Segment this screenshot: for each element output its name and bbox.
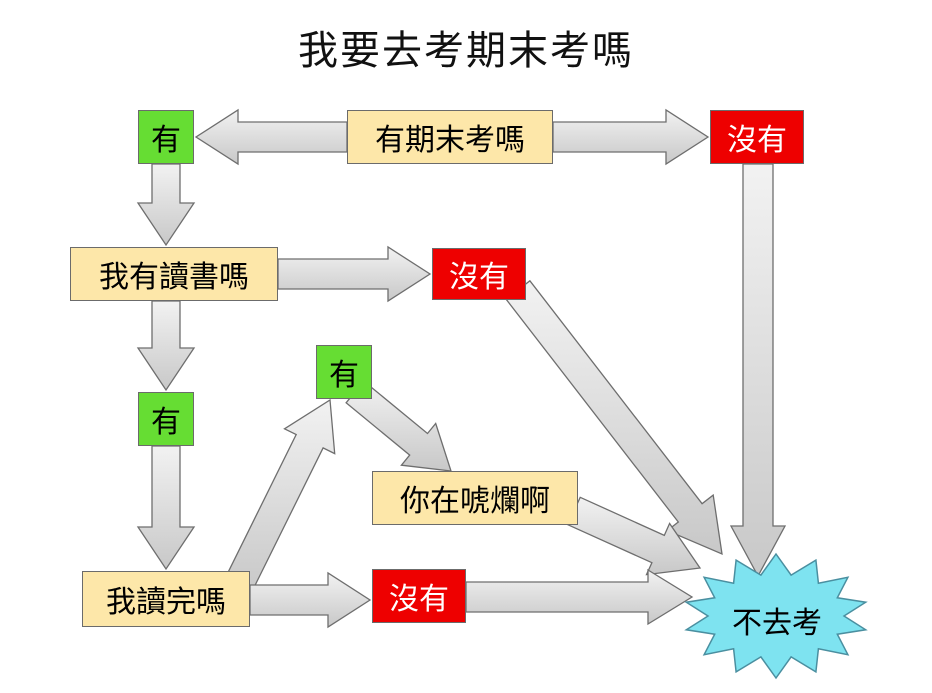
arrow-study-to-yes [136, 300, 196, 392]
arrow-no-exam-to-result [729, 163, 787, 578]
node-yes-finish: 有 [316, 345, 372, 399]
arrow-kidding-to-result [566, 496, 702, 576]
node-no-exam: 沒有 [710, 110, 804, 164]
arrow-yes-to-finish [136, 445, 196, 571]
arrow-yes-to-kidding [345, 380, 452, 472]
node-no-finish: 沒有 [372, 569, 466, 623]
node-question-kidding: 你在唬爛啊 [372, 471, 578, 525]
node-result: 不去考 [732, 606, 822, 641]
node-yes-study: 有 [138, 392, 194, 446]
arrow-finish-to-yes [223, 398, 336, 594]
node-question-exam: 有期末考嗎 [347, 110, 553, 164]
arrow-yes-to-study [136, 163, 196, 247]
result-starburst [684, 552, 868, 680]
arrow-study-to-no [277, 245, 432, 303]
arrow-exam-to-yes [194, 108, 348, 166]
diagram-title: 我要去考期末考嗎 [298, 28, 634, 74]
arrow-no-finish-to-result [465, 568, 694, 626]
node-no-study: 沒有 [432, 248, 526, 300]
node-question-finish: 我讀完嗎 [82, 571, 250, 627]
arrow-finish-to-no [249, 571, 372, 629]
node-yes-exam: 有 [138, 110, 194, 164]
arrow-no-study-to-result [505, 279, 723, 556]
arrow-exam-to-no [552, 108, 710, 166]
node-question-study: 我有讀書嗎 [70, 247, 278, 301]
